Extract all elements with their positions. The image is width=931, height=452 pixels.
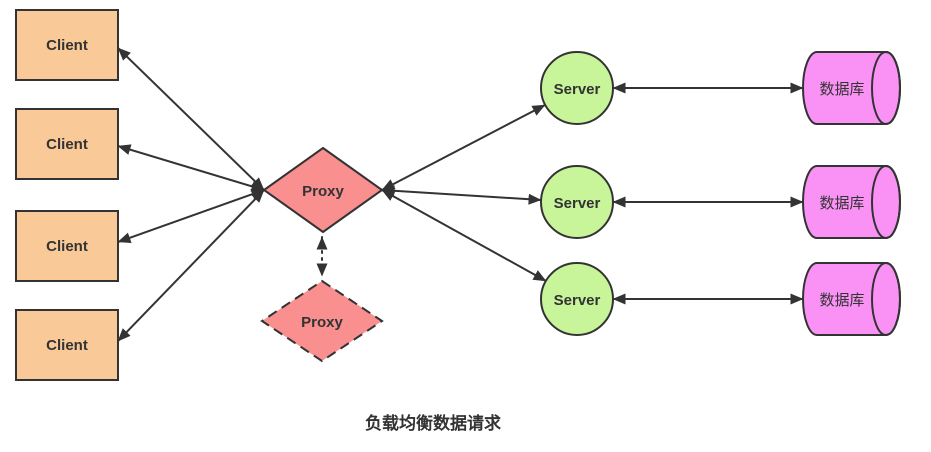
database-label: 数据库 [819,292,864,309]
database-node-1: 数据库 [802,51,901,125]
database-node-2: 数据库 [802,165,901,239]
edge-proxy-client-3 [117,189,265,243]
client-node-2: Client [15,108,119,180]
proxy-label: Proxy [302,183,344,200]
client-label: Client [46,136,88,153]
server-circle [540,165,614,239]
proxy-diamond [262,146,384,234]
server-label: Server [554,195,601,212]
edge-proxy-server-3 [381,189,547,282]
server-circle [540,262,614,336]
client-label: Client [46,37,88,54]
client-node-1: Client [15,9,119,81]
database-label: 数据库 [819,195,864,212]
database-cylinder-cap [871,51,901,125]
proxy-main-node: Proxy [262,146,384,234]
database-node-3: 数据库 [802,262,901,336]
server-label: Server [554,292,601,309]
database-label: 数据库 [819,81,864,98]
proxy-backup-label: Proxy [301,314,343,331]
client-box [15,309,119,381]
proxy-backup-diamond [260,279,384,363]
edge-proxy-client-4 [117,189,265,342]
client-label: Client [46,337,88,354]
edge-proxy-server-2 [381,185,542,205]
proxy-backup-node: Proxy [260,279,384,363]
server-database-edges [612,82,804,305]
proxy-server-edges [381,104,547,282]
client-proxy-edges [117,47,265,342]
server-circle [540,51,614,125]
client-node-4: Client [15,309,119,381]
server-node-3: Server [540,262,614,336]
client-node-3: Client [15,210,119,282]
database-cylinder-cap [871,165,901,239]
client-label: Client [46,238,88,255]
client-box [15,9,119,81]
server-node-1: Server [540,51,614,125]
server-node-2: Server [540,165,614,239]
diagram-caption: 负载均衡数据请求 [365,413,501,433]
client-box [15,210,119,282]
edge-proxy-client-2 [117,144,265,192]
client-box [15,108,119,180]
edge-proxy-server-1 [381,104,546,191]
server-label: Server [554,81,601,98]
database-cylinder-cap [871,262,901,336]
